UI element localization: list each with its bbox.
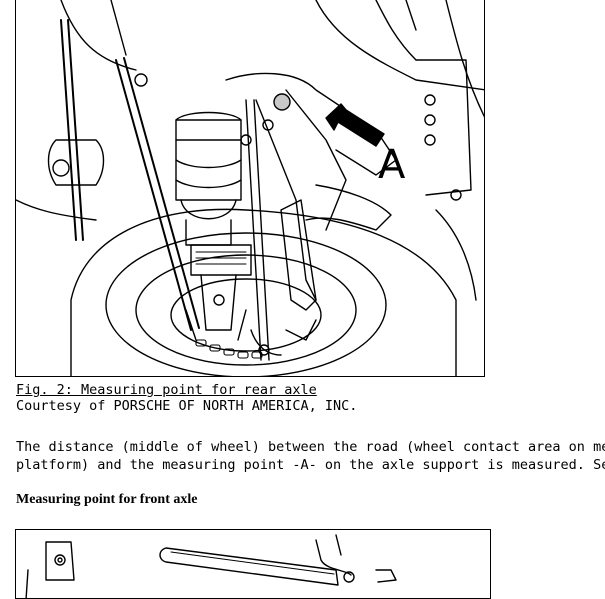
- front-axle-illustration: [25, 534, 397, 598]
- rear-axle-figure: A: [15, 0, 485, 377]
- callout-label-a: A: [378, 142, 406, 188]
- body-paragraph: The distance (middle of wheel) between t…: [16, 438, 605, 474]
- section-heading: Measuring point for front axle: [16, 492, 198, 507]
- figure-caption: Fig. 2: Measuring point for rear axle Co…: [16, 382, 605, 414]
- body-line-1: The distance (middle of wheel) between t…: [16, 439, 605, 455]
- figure-title: Fig. 2: Measuring point for rear axle: [16, 382, 317, 398]
- body-line-2: platform) and the measuring point -A- on…: [16, 457, 605, 473]
- rear-axle-illustration: A: [16, 0, 484, 376]
- front-axle-figure: [15, 529, 491, 599]
- figure-courtesy: Courtesy of PORSCHE OF NORTH AMERICA, IN…: [16, 398, 358, 414]
